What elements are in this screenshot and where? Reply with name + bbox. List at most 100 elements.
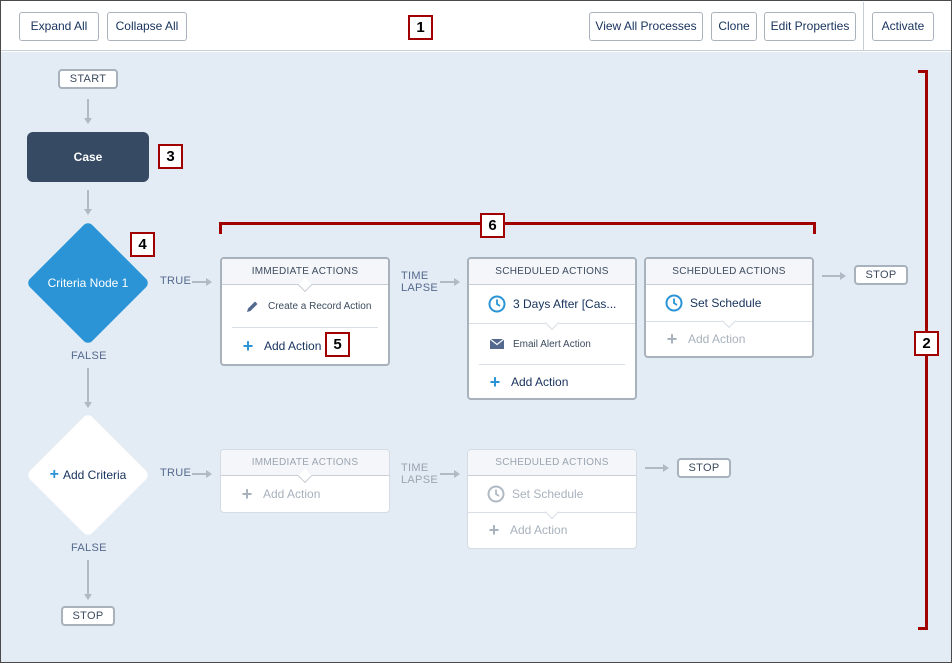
card-header: SCHEDULED ACTIONS: [469, 259, 635, 285]
false-label: FALSE: [71, 542, 107, 554]
add-action-button[interactable]: + Add Action: [221, 476, 389, 512]
arrow-down: [84, 594, 92, 600]
callout-3: 3: [158, 144, 183, 169]
add-action-label: Add Action: [511, 375, 569, 389]
stop-node: STOP: [854, 265, 908, 285]
connector: [822, 275, 840, 277]
true-label: TRUE: [160, 467, 192, 479]
card-header-label: IMMEDIATE ACTIONS: [251, 457, 359, 468]
callout-5: 5: [325, 332, 350, 357]
action-label: Email Alert Action: [513, 338, 591, 350]
card-header-label: SCHEDULED ACTIONS: [495, 457, 609, 468]
plus-icon: +: [489, 372, 501, 392]
add-criteria-label: + Add Criteria: [49, 466, 127, 483]
plus-icon: +: [488, 520, 500, 540]
card-header: IMMEDIATE ACTIONS: [222, 259, 388, 293]
arrow-right: [454, 470, 460, 478]
view-all-processes-button[interactable]: View All Processes: [589, 12, 703, 41]
criteria-node-label: Criteria Node 1: [47, 276, 129, 290]
connector: [440, 281, 454, 283]
connector: [87, 99, 89, 119]
callout-1: 1: [408, 15, 433, 40]
envelope-icon: [487, 339, 507, 349]
add-action-label: Add Action: [264, 339, 322, 353]
card-header: SCHEDULED ACTIONS: [468, 450, 636, 476]
plus-icon: +: [242, 336, 254, 356]
false-label: FALSE: [71, 350, 107, 362]
add-criteria-node[interactable]: + Add Criteria: [25, 412, 151, 538]
immediate-actions-card-empty: IMMEDIATE ACTIONS + Add Action: [220, 449, 390, 513]
callout-6: 6: [480, 213, 505, 238]
divider: [479, 364, 625, 365]
connector: [645, 467, 663, 469]
add-action-button[interactable]: + Add Action: [468, 513, 636, 547]
schedule-label: 3 Days After [Cas...: [513, 297, 617, 311]
stop-node: STOP: [677, 458, 731, 478]
plus-icon: +: [49, 466, 59, 483]
scheduled-actions-card-empty: SCHEDULED ACTIONS Set Schedule + Add Act…: [467, 449, 637, 549]
arrow-right: [840, 272, 846, 280]
arrow-right: [663, 464, 669, 472]
action-item[interactable]: Email Alert Action: [469, 324, 635, 364]
collapse-all-button[interactable]: Collapse All: [107, 12, 187, 41]
connector: [440, 473, 454, 475]
connector: [87, 368, 89, 402]
arrow-down: [84, 118, 92, 124]
add-action-button[interactable]: + Add Action: [646, 322, 812, 356]
stop-node: STOP: [61, 606, 115, 626]
add-action-label: Add Action: [263, 487, 321, 501]
immediate-actions-card: IMMEDIATE ACTIONS Create a Record Action…: [220, 257, 390, 366]
clock-icon: [486, 485, 506, 503]
add-action-label: Add Action: [510, 523, 568, 537]
set-schedule-item[interactable]: Set Schedule: [468, 476, 636, 520]
clone-button[interactable]: Clone: [711, 12, 757, 41]
card-header: SCHEDULED ACTIONS: [646, 259, 812, 285]
add-action-button[interactable]: + Add Action: [469, 364, 635, 398]
card-header-label: SCHEDULED ACTIONS: [495, 266, 609, 277]
arrow-right: [206, 470, 212, 478]
card-header: IMMEDIATE ACTIONS: [221, 450, 389, 484]
arrow-down: [84, 402, 92, 408]
schedule-item[interactable]: 3 Days After [Cas...: [469, 285, 635, 331]
time-lapse-label: TIME LAPSE: [401, 270, 438, 294]
edit-properties-button[interactable]: Edit Properties: [764, 12, 856, 41]
activate-button[interactable]: Activate: [872, 12, 934, 41]
bracket-6-right: [813, 222, 816, 234]
bracket-6-line: [219, 222, 816, 225]
toolbar-separator: [863, 2, 864, 51]
object-node-case[interactable]: Case: [27, 132, 149, 182]
divider: [232, 327, 378, 328]
clock-icon: [487, 295, 507, 313]
time-lapse-label: TIME LAPSE: [401, 462, 438, 486]
start-node: START: [58, 69, 118, 89]
scheduled-actions-card-1: SCHEDULED ACTIONS 3 Days After [Cas... E…: [467, 257, 637, 400]
pencil-icon: [242, 300, 262, 313]
plus-icon: +: [666, 329, 678, 349]
expand-all-button[interactable]: Expand All: [19, 12, 99, 41]
add-action-label: Add Action: [688, 332, 746, 346]
bracket-6-left: [219, 222, 222, 234]
arrow-right: [454, 278, 460, 286]
schedule-label: Set Schedule: [690, 296, 762, 310]
connector: [87, 560, 89, 594]
set-schedule-item[interactable]: Set Schedule: [646, 285, 812, 329]
clock-icon: [664, 294, 684, 312]
card-header-label: SCHEDULED ACTIONS: [672, 266, 786, 277]
action-item[interactable]: Create a Record Action: [222, 285, 388, 327]
card-header-label: IMMEDIATE ACTIONS: [251, 266, 359, 277]
connector: [192, 473, 206, 475]
connector: [87, 190, 89, 210]
callout-4: 4: [130, 232, 155, 257]
add-action-button[interactable]: + Add Action: [222, 327, 388, 364]
true-label: TRUE: [160, 275, 192, 287]
schedule-label: Set Schedule: [512, 487, 584, 501]
action-label: Create a Record Action: [268, 300, 372, 312]
arrow-right: [206, 278, 212, 286]
criteria-node-1[interactable]: Criteria Node 1: [25, 220, 151, 346]
scheduled-actions-card-2: SCHEDULED ACTIONS Set Schedule + Add Act…: [644, 257, 814, 358]
bracket-2-bottom: [918, 627, 928, 630]
toolbar: Expand All Collapse All View All Process…: [1, 1, 951, 51]
callout-2: 2: [914, 331, 939, 356]
arrow-down: [84, 209, 92, 215]
connector: [192, 281, 206, 283]
